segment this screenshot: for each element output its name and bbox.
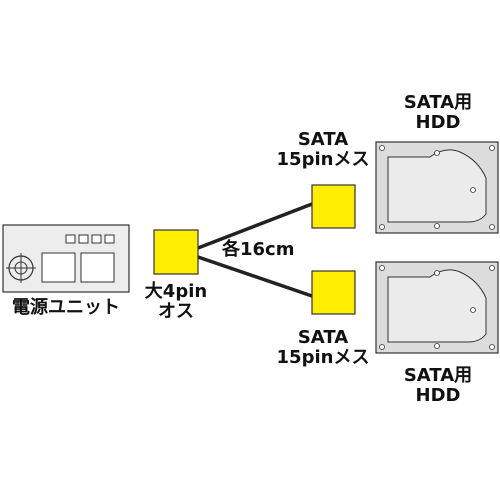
connector-sata-top bbox=[311, 184, 356, 229]
sata-top-label: SATA 15pinメス bbox=[258, 129, 388, 171]
connector-4pin-label: 大4pin オス bbox=[136, 281, 216, 323]
connector-4pin-label-line1: 大4pin bbox=[144, 281, 208, 302]
cable-upper bbox=[197, 202, 313, 250]
psu-switch-1 bbox=[65, 234, 76, 244]
hdd-top-label-line1: SATA用 bbox=[403, 92, 473, 113]
hdd-bottom-label: SATA用 HDD bbox=[383, 365, 493, 407]
psu-label: 電源ユニット bbox=[0, 297, 132, 318]
hdd-top-label: SATA用 HDD bbox=[383, 92, 493, 134]
connector-4pin-male bbox=[153, 229, 199, 275]
psu-illustration bbox=[2, 224, 130, 293]
connector-4pin-label-line2: オス bbox=[158, 301, 194, 323]
cable-lower bbox=[197, 255, 313, 298]
psu-port-1 bbox=[41, 252, 76, 283]
psu-label-text: 電源ユニット bbox=[12, 297, 120, 318]
sata-bottom-label-line2: 15pinメス bbox=[276, 347, 370, 369]
hdd-bottom-illustration bbox=[375, 261, 499, 354]
cable bbox=[197, 202, 313, 298]
cable-length-label: 各16cm bbox=[222, 239, 332, 260]
hdd-top-label-line2: HDD bbox=[415, 112, 461, 134]
psu-switch-4 bbox=[104, 234, 115, 244]
hdd-top-illustration bbox=[375, 141, 499, 234]
cable-length-text: 各16cm bbox=[222, 239, 295, 260]
sata-bottom-label-line1: SATA bbox=[297, 327, 349, 348]
connector-sata-bottom bbox=[311, 270, 356, 315]
sata-top-label-line2: 15pinメス bbox=[276, 149, 370, 171]
psu-switch-2 bbox=[78, 234, 89, 244]
psu-switch-3 bbox=[91, 234, 102, 244]
psu-port-2 bbox=[80, 252, 115, 283]
sata-top-label-line1: SATA bbox=[297, 129, 349, 150]
hdd-bottom-label-line2: HDD bbox=[415, 385, 461, 407]
sata-bottom-label: SATA 15pinメス bbox=[258, 327, 388, 369]
hdd-bottom-label-line1: SATA用 bbox=[403, 365, 473, 386]
